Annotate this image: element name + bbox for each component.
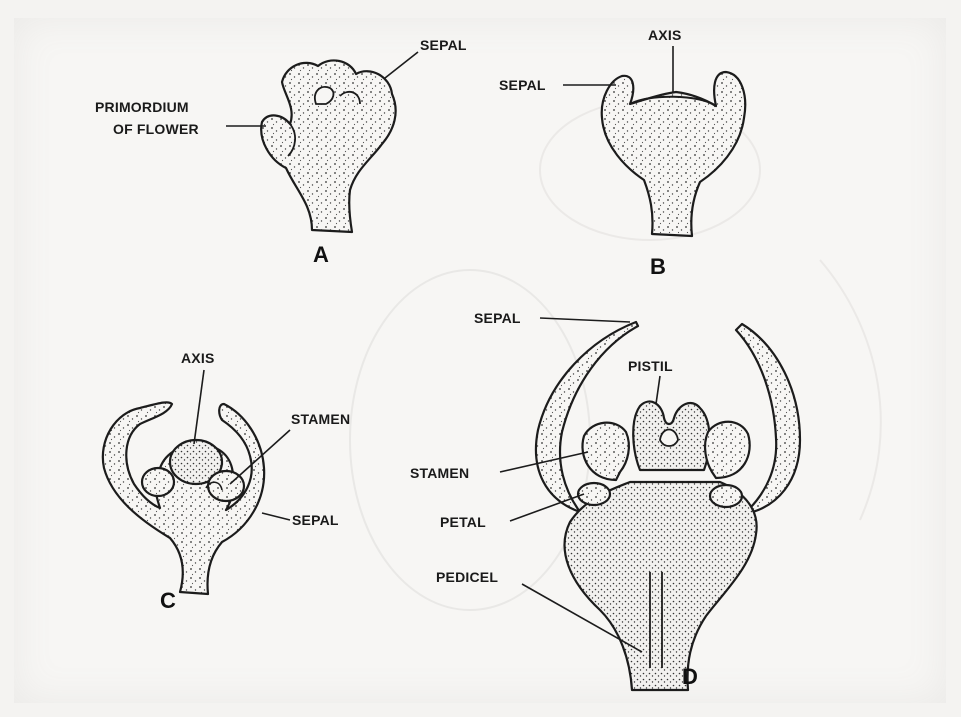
panel-a-primordium-shape — [261, 60, 395, 232]
label-d-stamen: STAMEN — [410, 465, 469, 481]
label-c-axis: AXIS — [181, 350, 214, 366]
leader-c-sepal — [262, 513, 290, 520]
panel-letter-a: A — [313, 242, 329, 267]
panel-c-stamen-left — [142, 468, 174, 496]
panel-letter-c: C — [160, 588, 176, 613]
label-d-pistil: PISTIL — [628, 358, 673, 374]
panel-d-pistil-cleft — [660, 430, 678, 447]
leader-d-sepal — [540, 318, 630, 322]
panel-letter-b: B — [650, 254, 666, 279]
label-d-petal: PETAL — [440, 514, 486, 530]
panel-d-petal-right — [710, 485, 742, 507]
panel-d-stamen-right — [705, 422, 750, 478]
label-b-axis: AXIS — [648, 27, 681, 43]
label-c-stamen: STAMEN — [291, 411, 350, 427]
leader-c-axis — [194, 370, 204, 444]
panel-a: SEPAL PRIMORDIUM OF FLOWER A — [95, 37, 467, 267]
label-a-sepal: SEPAL — [420, 37, 467, 53]
panel-d-receptacle — [565, 482, 757, 690]
panel-d-stamen-left — [582, 423, 628, 480]
panel-c-bud-shape — [103, 402, 264, 594]
panel-b: AXIS SEPAL B — [499, 27, 745, 279]
leader-d-pistil — [656, 376, 660, 404]
panel-c: AXIS STAMEN SEPAL C — [103, 350, 350, 613]
panel-d: SEPAL PISTIL STAMEN PETAL PEDICEL D — [410, 310, 800, 690]
leader-a-sepal — [385, 52, 418, 78]
label-d-pedicel: PEDICEL — [436, 569, 498, 585]
label-b-sepal: SEPAL — [499, 77, 546, 93]
label-a-primordium-line2: OF FLOWER — [113, 121, 199, 137]
label-d-sepal: SEPAL — [474, 310, 521, 326]
panel-letter-d: D — [682, 664, 698, 689]
panel-a-inner-fold — [315, 87, 334, 104]
label-a-primordium-line1: PRIMORDIUM — [95, 99, 189, 115]
label-c-sepal: SEPAL — [292, 512, 339, 528]
panel-d-sepal-right — [736, 324, 800, 514]
